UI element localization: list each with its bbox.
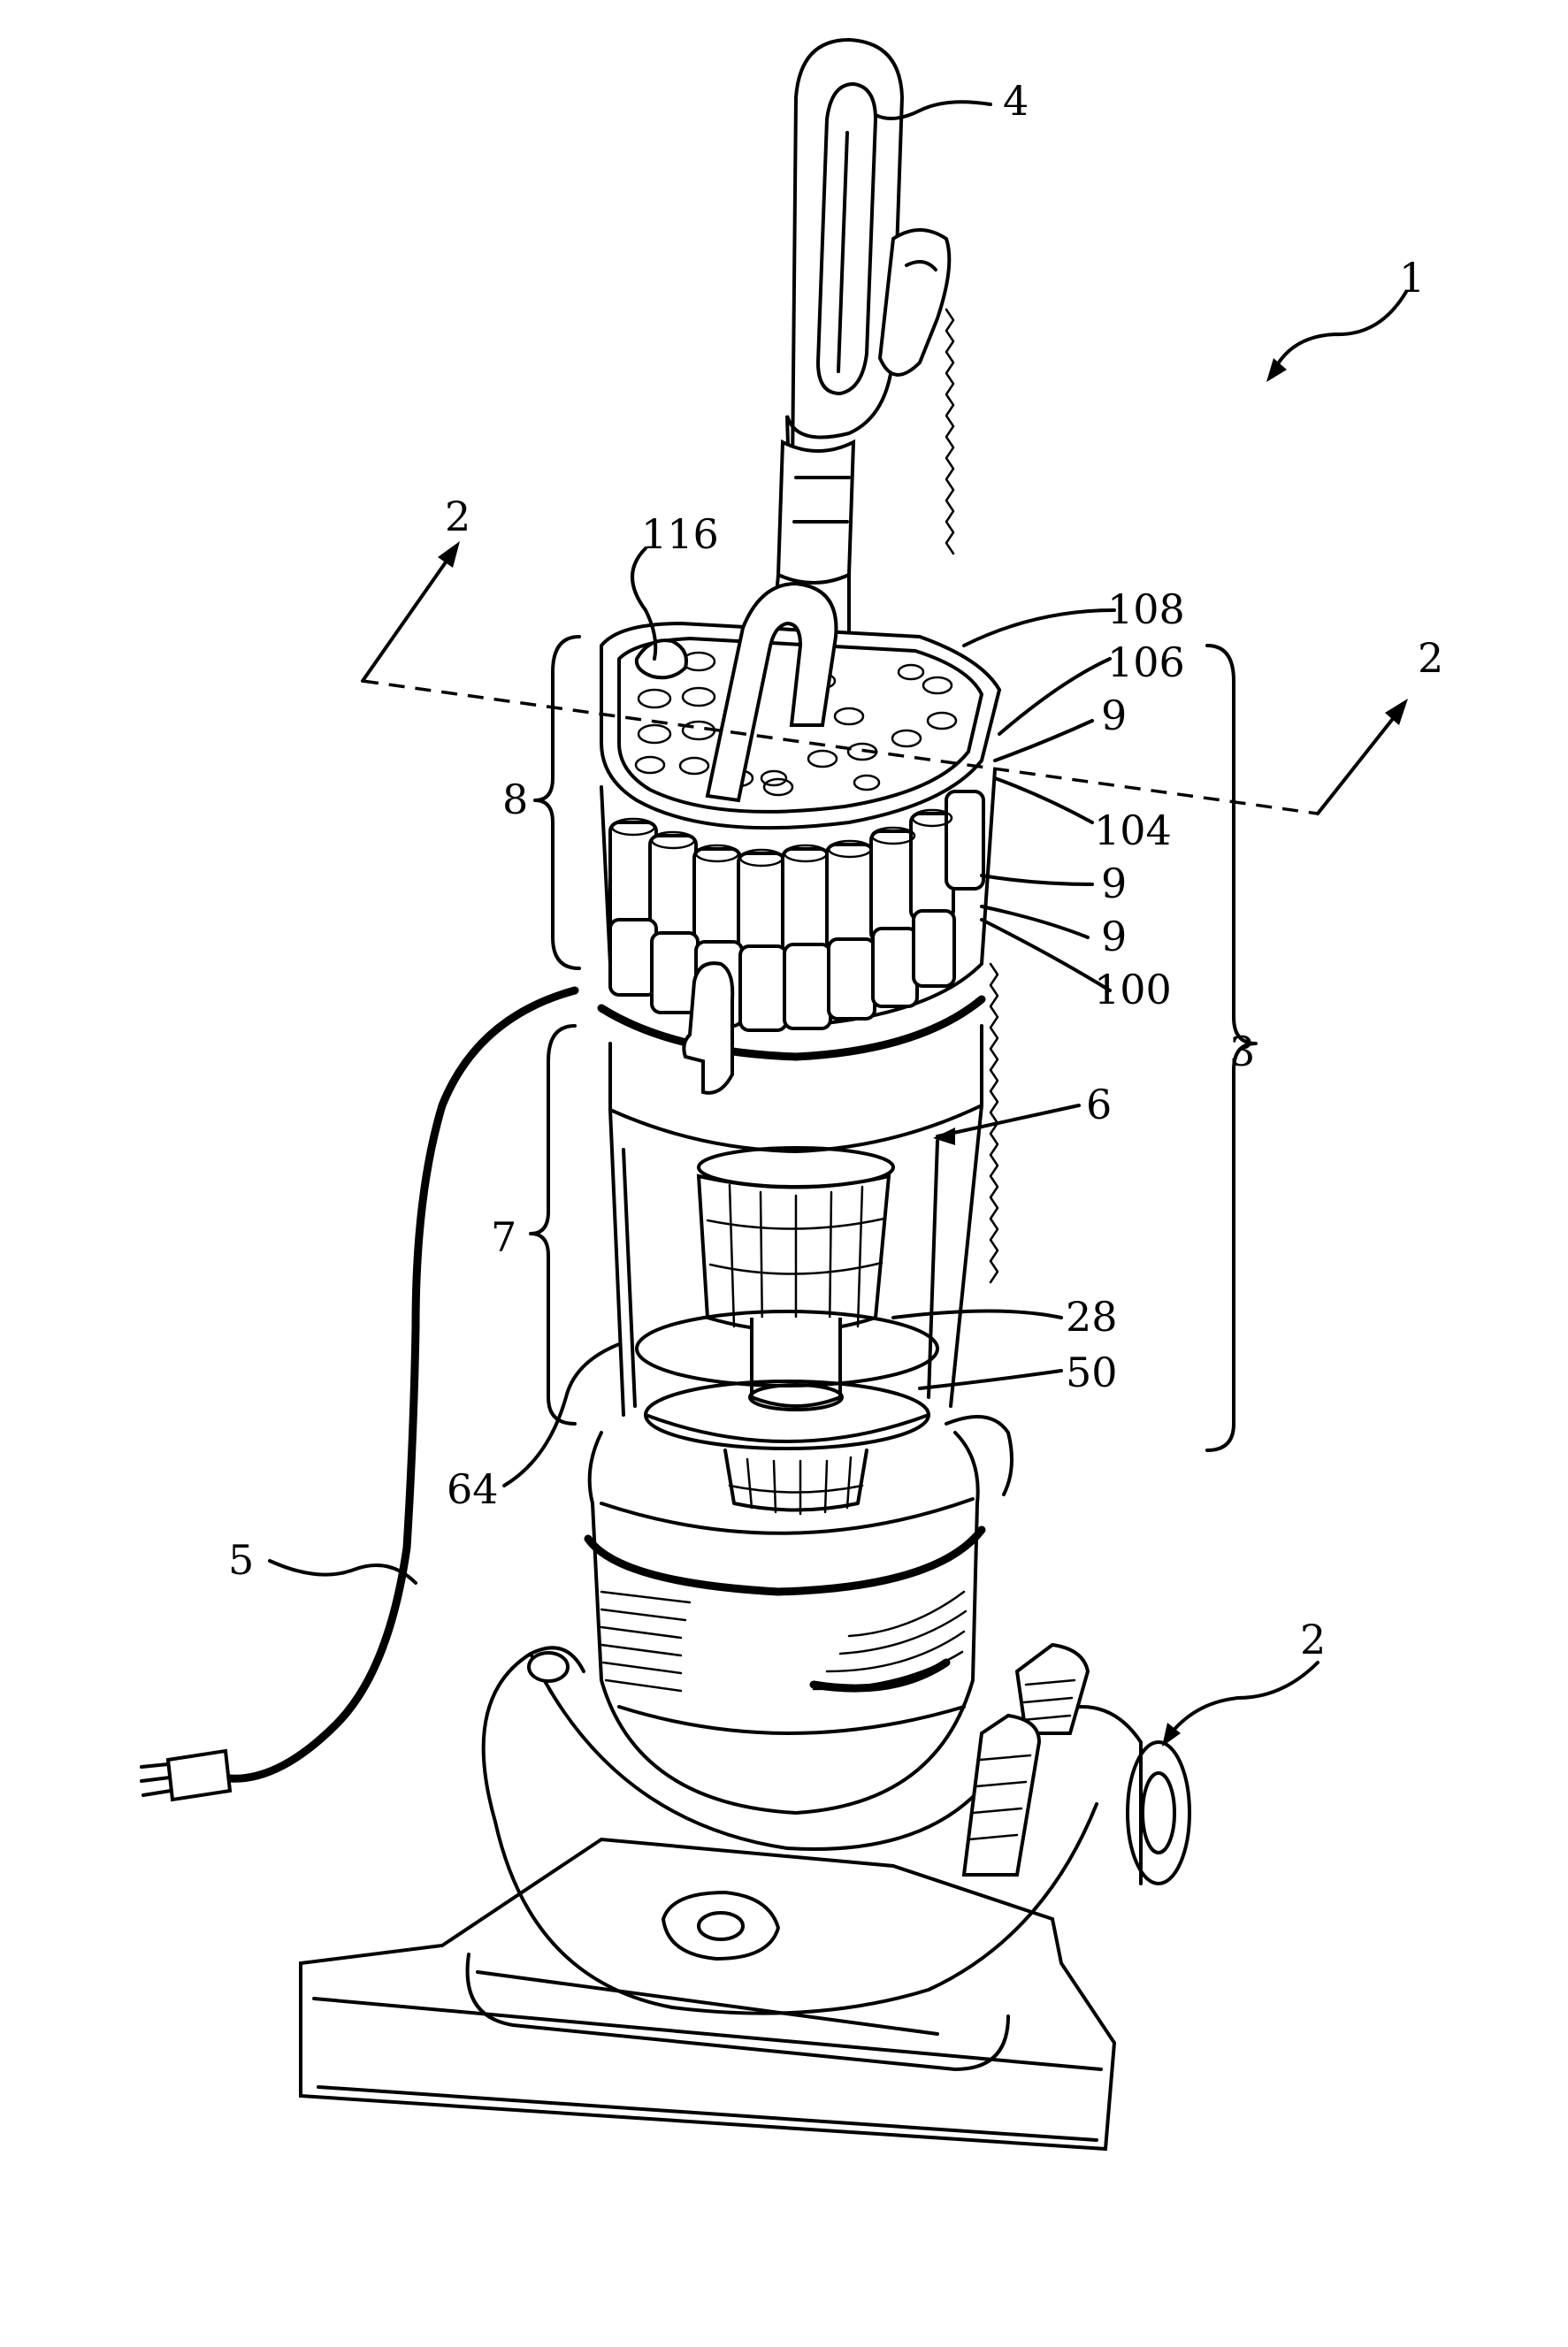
label-7: 7 (491, 1213, 516, 1261)
label-8: 8 (502, 776, 528, 823)
label-5: 5 (228, 1536, 254, 1584)
label-104: 104 (1094, 807, 1172, 854)
label-116: 116 (641, 510, 719, 558)
power-cord (142, 990, 575, 1800)
label-50: 50 (1066, 1349, 1118, 1396)
cyclone-head (601, 584, 999, 1093)
label-2-base: 2 (1300, 1616, 1326, 1663)
motor-housing (588, 1433, 982, 1813)
label-108: 108 (1107, 585, 1185, 633)
label-2-section-left: 2 (445, 493, 470, 540)
label-6: 6 (1086, 1081, 1112, 1128)
label-3: 3 (1229, 1028, 1255, 1075)
label-100: 100 (1094, 966, 1172, 1013)
label-64: 64 (447, 1465, 499, 1513)
label-1: 1 (1399, 254, 1425, 302)
label-2-section-right: 2 (1418, 634, 1443, 682)
label-4: 4 (1003, 77, 1029, 125)
label-9-bottom: 9 (1101, 913, 1127, 960)
label-106: 106 (1107, 638, 1185, 686)
dust-bin (610, 1026, 1012, 1514)
label-28: 28 (1066, 1293, 1118, 1341)
cleaner-head-base (301, 1645, 1189, 2149)
label-9-middle: 9 (1101, 860, 1127, 907)
label-9-top: 9 (1101, 692, 1127, 739)
